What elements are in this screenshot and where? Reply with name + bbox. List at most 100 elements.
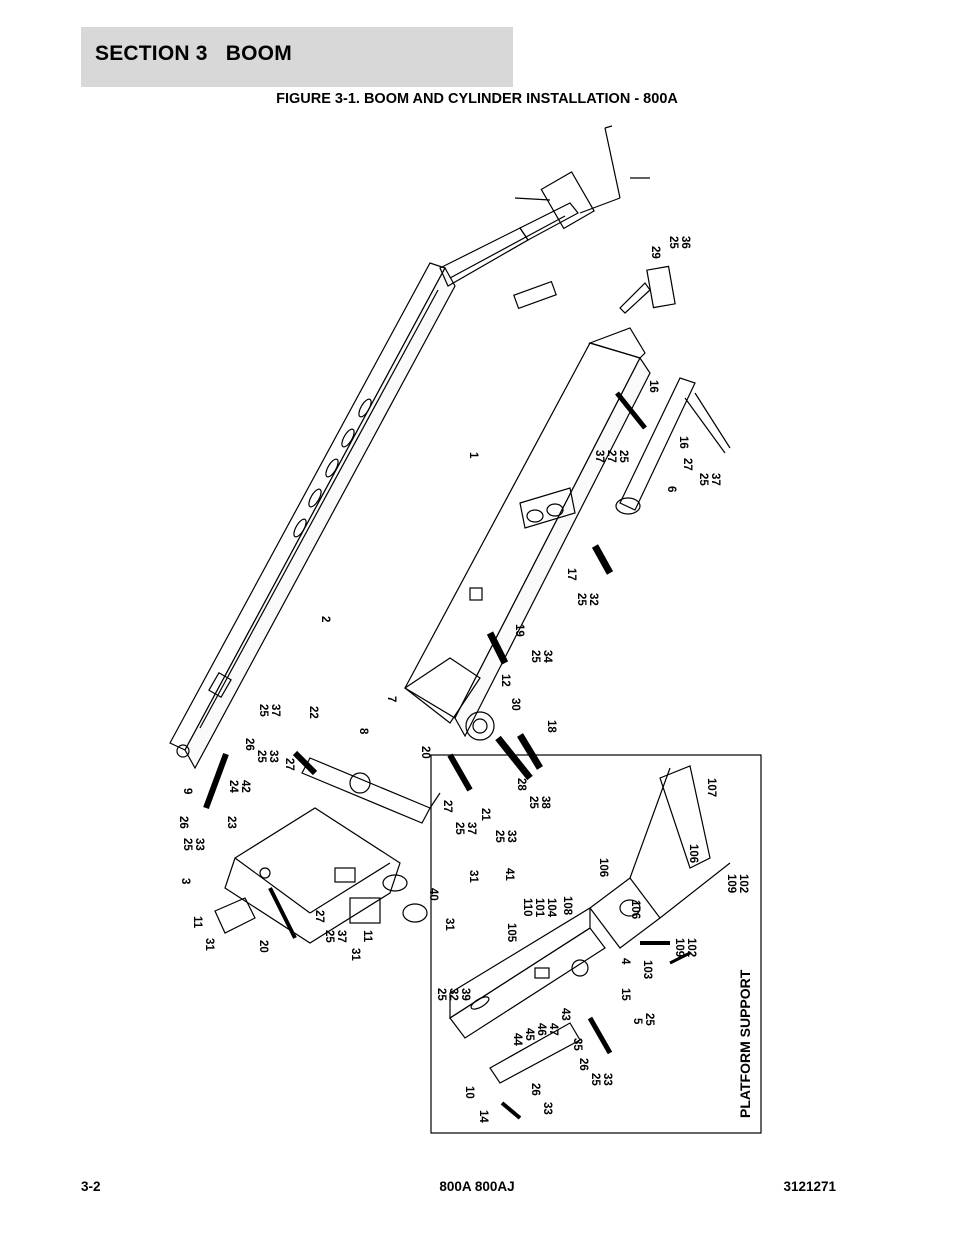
section-title: SECTION 3 BOOM — [95, 42, 292, 65]
callout-25: 25 — [589, 1073, 601, 1086]
footer-part-number: 3121271 — [783, 1179, 836, 1194]
callout-30: 30 — [509, 698, 521, 711]
callout-37: 37 — [335, 930, 347, 943]
callout-102: 102 — [685, 938, 697, 957]
callout-40: 40 — [427, 888, 439, 901]
callout-28: 28 — [515, 778, 527, 791]
callout-37: 37 — [709, 473, 721, 486]
callout-21: 21 — [479, 808, 491, 821]
callout-31: 31 — [443, 918, 455, 931]
callout-5: 5 — [631, 1018, 643, 1025]
callout-33: 33 — [505, 830, 517, 843]
callout-25: 25 — [493, 830, 505, 843]
callout-8: 8 — [357, 728, 369, 735]
figure-title: FIGURE 3-1. BOOM AND CYLINDER INSTALLATI… — [276, 91, 678, 107]
callout-25: 25 — [643, 1013, 655, 1026]
callout-25: 25 — [323, 930, 335, 943]
callout-24: 24 — [227, 780, 239, 793]
callout-3: 3 — [179, 878, 191, 884]
callout-37: 37 — [465, 822, 477, 835]
callout-47: 47 — [547, 1023, 559, 1036]
callout-103: 103 — [641, 960, 653, 979]
callout-26: 26 — [177, 816, 189, 829]
callout-20: 20 — [257, 940, 269, 953]
callout-16: 16 — [647, 380, 659, 393]
callout-25: 25 — [435, 988, 447, 1001]
callout-43: 43 — [559, 1008, 571, 1021]
callout-2: 2 — [319, 616, 331, 622]
callout-46: 46 — [535, 1023, 547, 1036]
callout-42: 42 — [239, 780, 251, 793]
callout-20: 20 — [419, 746, 431, 759]
callout-27: 27 — [681, 458, 693, 471]
callout-109: 109 — [673, 938, 685, 957]
callout-32: 32 — [447, 988, 459, 1001]
callout-41: 41 — [503, 868, 515, 881]
callout-31: 31 — [349, 948, 361, 961]
callout-33: 33 — [601, 1073, 613, 1086]
callout-18: 18 — [545, 720, 557, 733]
callout-34: 34 — [541, 650, 553, 663]
callout-37: 37 — [593, 450, 605, 463]
callout-17: 17 — [565, 568, 577, 581]
boom-exploded-diagram: 29 25 36 16 1 37 27 25 16 27 25 37 6 17 … — [169, 125, 762, 1134]
callout-36: 36 — [679, 236, 691, 249]
callout-38: 38 — [539, 796, 551, 809]
callout-14: 14 — [477, 1110, 489, 1123]
platform-support-drawing — [449, 765, 731, 1120]
callout-106: 106 — [687, 844, 699, 863]
callout-25: 25 — [617, 450, 629, 463]
callout-108: 108 — [561, 896, 573, 916]
callout-104: 104 — [545, 898, 557, 918]
callout-23: 23 — [225, 816, 237, 829]
callout-25: 25 — [527, 796, 539, 809]
callout-27: 27 — [313, 910, 325, 923]
callout-27: 27 — [441, 800, 453, 813]
callout-15: 15 — [619, 988, 631, 1001]
callout-31: 31 — [467, 870, 479, 883]
callout-101: 101 — [533, 898, 545, 918]
callout-25: 25 — [575, 593, 587, 606]
callout-25: 25 — [257, 704, 269, 717]
callout-26: 26 — [577, 1058, 589, 1071]
cylinder-8-drawing — [301, 757, 441, 824]
callout-19: 19 — [513, 624, 525, 637]
callout-10: 10 — [463, 1086, 475, 1099]
callout-25: 25 — [697, 473, 709, 486]
callout-26: 26 — [243, 738, 255, 751]
callout-106: 106 — [597, 858, 609, 877]
callout-16: 16 — [677, 436, 689, 449]
callout-107: 107 — [705, 778, 717, 797]
callout-25: 25 — [453, 822, 465, 835]
callout-109: 109 — [725, 874, 737, 893]
callout-33: 33 — [541, 1102, 553, 1115]
callout-6: 6 — [665, 486, 677, 492]
callout-9: 9 — [181, 788, 193, 794]
boom-2-drawing — [169, 262, 456, 770]
callout-44: 44 — [511, 1033, 523, 1046]
callout-25: 25 — [181, 838, 193, 851]
callout-31: 31 — [203, 938, 215, 951]
callout-11: 11 — [361, 930, 373, 943]
section-header-band: SECTION 3 BOOM — [81, 27, 513, 87]
callout-22: 22 — [307, 706, 319, 719]
callout-27: 27 — [605, 450, 617, 463]
boom-head-bracket-drawing — [439, 125, 650, 310]
callout-12: 12 — [499, 674, 511, 687]
turntable-3-drawing — [214, 807, 428, 944]
callout-106: 106 — [629, 900, 641, 919]
callout-25: 25 — [667, 236, 679, 249]
footer-model: 800A 800AJ — [439, 1179, 515, 1194]
callout-110: 110 — [521, 898, 533, 917]
callout-33: 33 — [267, 750, 279, 763]
callout-29: 29 — [649, 246, 661, 259]
cylinder-6-drawing — [615, 377, 731, 515]
callout-25: 25 — [255, 750, 267, 763]
callout-27: 27 — [283, 758, 295, 771]
callout-25: 25 — [529, 650, 541, 663]
callout-32: 32 — [587, 593, 599, 606]
platform-support-label: PLATFORM SUPPORT — [737, 969, 753, 1118]
callout-39: 39 — [459, 988, 471, 1001]
callout-102: 102 — [737, 874, 749, 893]
callout-11: 11 — [191, 916, 203, 929]
